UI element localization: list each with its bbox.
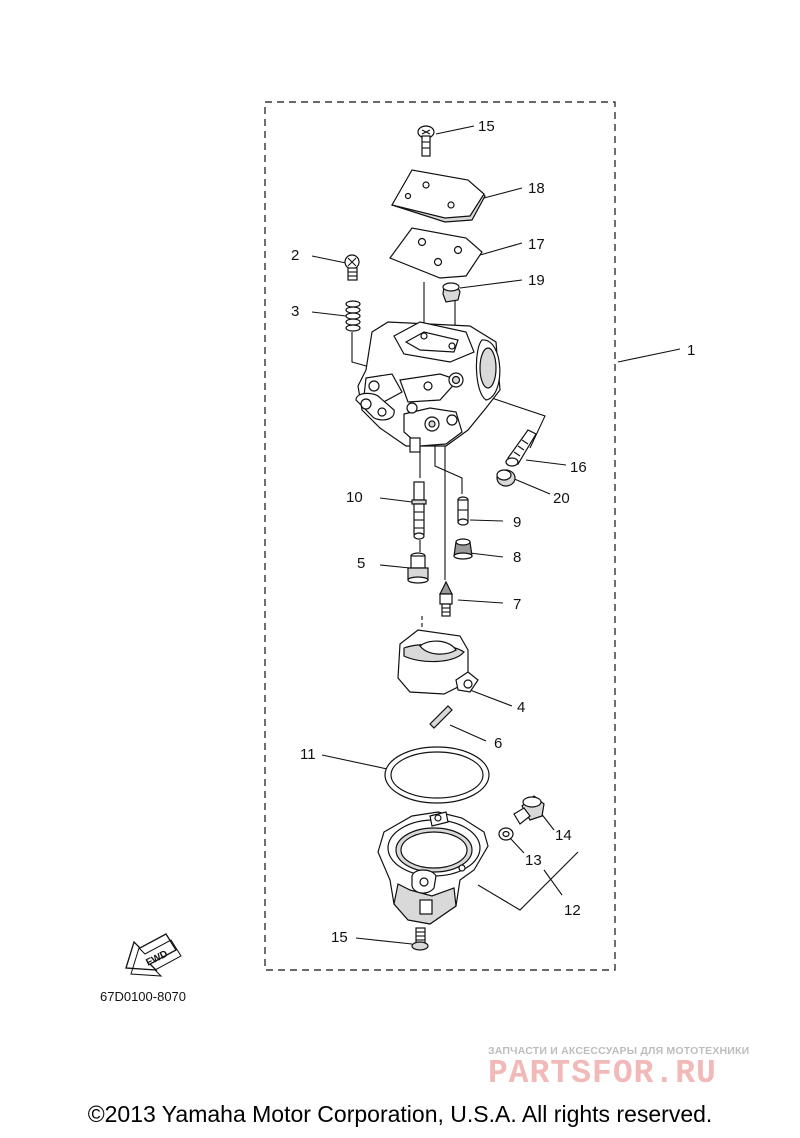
pilot-jet	[457, 496, 469, 526]
callout-18: 18	[528, 180, 545, 197]
callout-5: 5	[357, 555, 365, 572]
callout-15-top: 15	[478, 118, 495, 135]
main-nozzle	[411, 481, 427, 540]
spring	[345, 300, 361, 332]
callout-14: 14	[555, 827, 572, 844]
plug-cap	[496, 469, 516, 487]
callout-16: 16	[570, 459, 587, 476]
callout-labels: 1 2 3 4 5 6 7 8 9 10 11 12 13 14 15 15 1…	[291, 118, 695, 946]
callout-17: 17	[528, 236, 545, 253]
float-chamber	[377, 811, 489, 925]
watermark-subtitle: ЗАПЧАСТИ И АКСЕССУАРЫ ДЛЯ МОТОТЕХНИКИ	[488, 1045, 750, 1057]
fwd-arrow: FWD	[125, 933, 182, 977]
callout-4: 4	[517, 699, 525, 716]
callout-11: 11	[300, 746, 316, 763]
gasket	[389, 227, 483, 279]
carburetor-body	[355, 321, 501, 453]
float-pin	[429, 705, 453, 729]
screw-bottom	[411, 927, 429, 951]
callout-3: 3	[291, 303, 299, 320]
throttle-stop-screw	[344, 254, 360, 281]
callout-2: 2	[291, 247, 299, 264]
callout-12: 12	[564, 902, 581, 919]
needle-valve-seat	[407, 552, 429, 584]
leader-lines	[311, 125, 681, 945]
diagram-code: 67D0100-8070	[100, 989, 187, 1004]
callout-13: 13	[525, 852, 542, 869]
main-jet	[453, 538, 473, 560]
assembly-boundary	[264, 101, 616, 971]
callout-6: 6	[494, 735, 502, 752]
drain-screw	[513, 795, 545, 825]
float-chamber-gasket	[384, 746, 490, 804]
screw-top	[417, 125, 435, 157]
pilot-screw	[505, 429, 537, 467]
watermark-brand: PARTSFOR.RU	[488, 1055, 717, 1092]
callout-19: 19	[528, 272, 545, 289]
callout-20: 20	[553, 490, 570, 507]
plug	[442, 282, 461, 303]
callout-8: 8	[513, 549, 521, 566]
needle-valve	[439, 580, 453, 617]
callout-1: 1	[687, 342, 695, 359]
callout-9: 9	[513, 514, 521, 531]
callout-10: 10	[346, 489, 363, 506]
float	[397, 629, 479, 695]
cover-plate	[391, 169, 486, 223]
callout-15-bottom: 15	[331, 929, 348, 946]
callout-7: 7	[513, 596, 521, 613]
copyright-notice: ©2013 Yamaha Motor Corporation, U.S.A. A…	[87, 1101, 713, 1127]
washer	[498, 827, 514, 841]
